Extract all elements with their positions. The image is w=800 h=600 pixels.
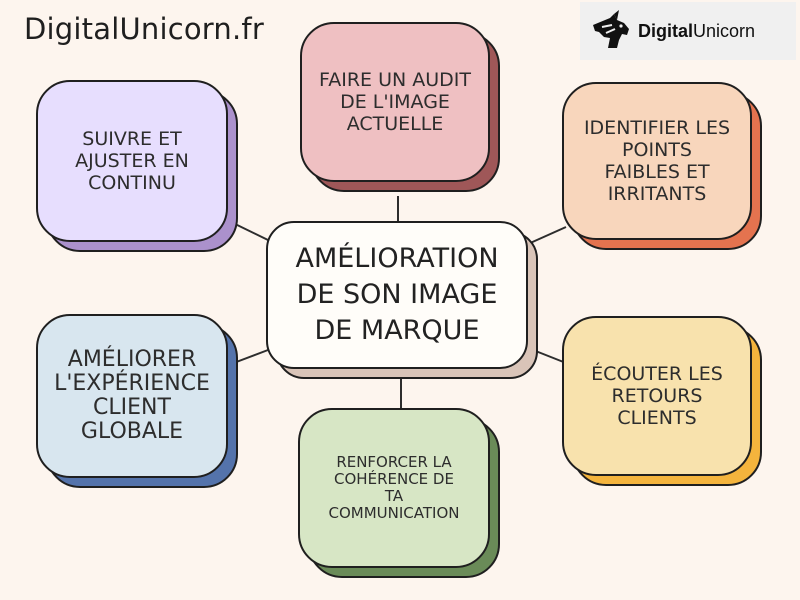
node-customer-experience-label: AMÉLIORER L'EXPÉRIENCE CLIENT GLOBALE (54, 347, 210, 444)
node-communication-label: RENFORCER LA COHÉRENCE DE TA COMMUNICATI… (328, 453, 460, 522)
unicorn-icon (593, 10, 629, 48)
node-monitor: SUIVRE ET AJUSTER EN CONTINU (36, 80, 238, 252)
node-communication-face: RENFORCER LA COHÉRENCE DE TA COMMUNICATI… (298, 408, 490, 568)
node-feedback-label: ÉCOUTER LES RETOURS CLIENTS (591, 363, 723, 429)
center-node-label: AMÉLIORATION DE SON IMAGE DE MARQUE (295, 243, 499, 346)
node-feedback: ÉCOUTER LES RETOURS CLIENTS (562, 316, 762, 486)
node-weak-points-face: IDENTIFIER LES POINTS FAIBLES ET IRRITAN… (562, 82, 752, 240)
node-audit-label: FAIRE UN AUDIT DE L'IMAGE ACTUELLE (319, 69, 471, 135)
site-title: DigitalUnicorn.fr (24, 12, 264, 46)
connector-weak-points (527, 226, 567, 245)
node-feedback-face: ÉCOUTER LES RETOURS CLIENTS (562, 316, 752, 476)
node-weak-points-label: IDENTIFIER LES POINTS FAIBLES ET IRRITAN… (583, 117, 731, 205)
node-customer-experience-face: AMÉLIORER L'EXPÉRIENCE CLIENT GLOBALE (36, 314, 228, 478)
node-audit-face: FAIRE UN AUDIT DE L'IMAGE ACTUELLE (300, 22, 490, 182)
logo-bold-text: Digital (638, 20, 694, 41)
node-monitor-face: SUIVRE ET AJUSTER EN CONTINU (36, 80, 228, 242)
brand-logo: DigitalUnicorn (580, 2, 796, 60)
node-weak-points: IDENTIFIER LES POINTS FAIBLES ET IRRITAN… (562, 82, 762, 250)
node-communication: RENFORCER LA COHÉRENCE DE TA COMMUNICATI… (298, 408, 500, 578)
node-audit: FAIRE UN AUDIT DE L'IMAGE ACTUELLE (300, 22, 500, 192)
node-monitor-label: SUIVRE ET AJUSTER EN CONTINU (75, 128, 189, 194)
center-node: AMÉLIORATION DE SON IMAGE DE MARQUE (266, 221, 538, 379)
center-node-face: AMÉLIORATION DE SON IMAGE DE MARQUE (266, 221, 528, 369)
node-customer-experience: AMÉLIORER L'EXPÉRIENCE CLIENT GLOBALE (36, 314, 238, 488)
logo-regular-text: Unicorn (693, 20, 756, 41)
logo-wordmark: DigitalUnicorn (638, 21, 755, 42)
